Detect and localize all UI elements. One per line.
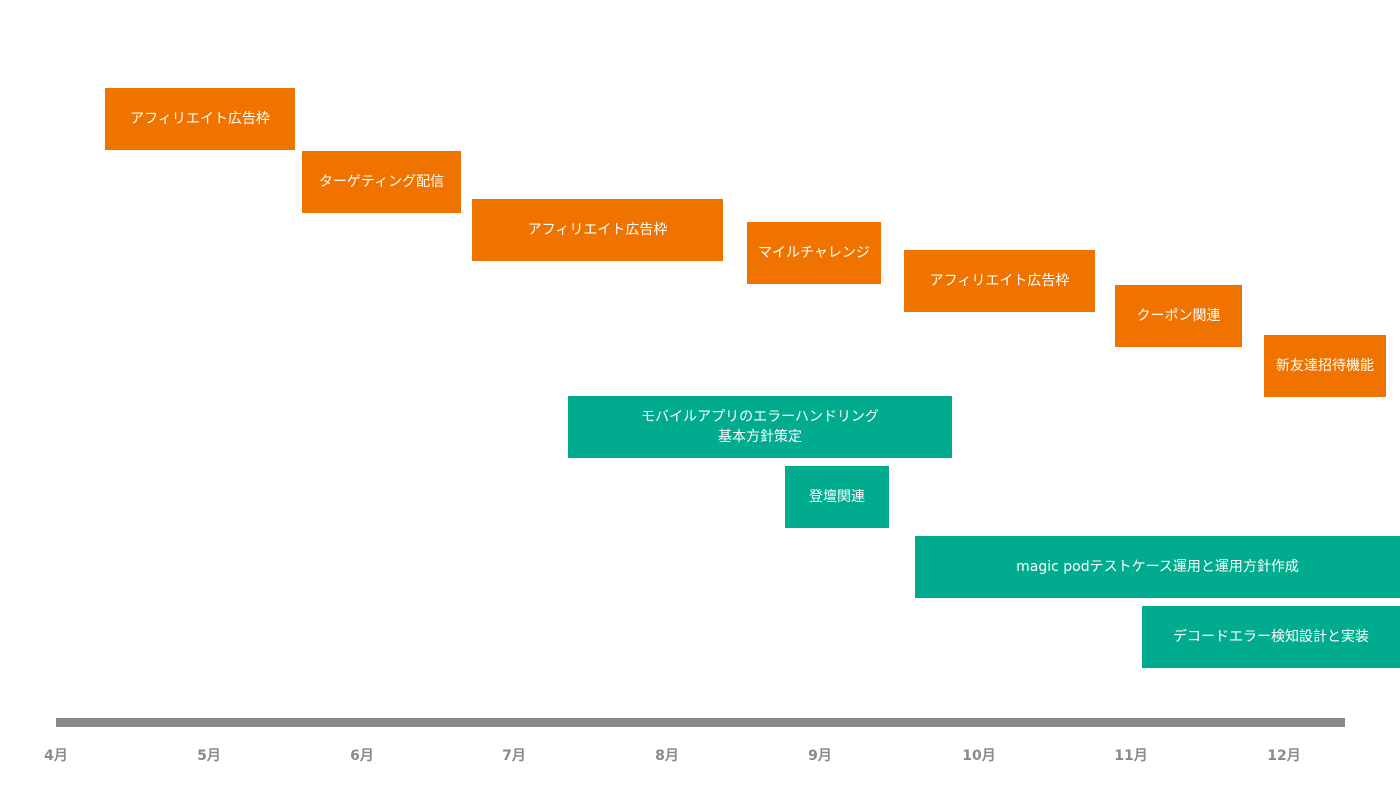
month-label-sep: 9月 [808,748,832,764]
task-bar-magic-pod: magic podテストケース運用と運用方針作成 [915,536,1400,598]
month-label-apr: 4月 [44,748,68,764]
month-label-nov: 11月 [1114,748,1148,764]
task-bar-targeting-delivery: ターゲティング配信 [302,151,461,213]
task-bar-mile-challenge: マイルチャレンジ [747,222,881,284]
month-label-dec: 12月 [1267,748,1301,764]
task-bar-friend-invite: 新友達招待機能 [1264,335,1386,397]
task-bar-decode-error: デコードエラー検知設計と実装 [1142,606,1400,668]
task-bar-affiliate-ad-2: アフィリエイト広告枠 [472,199,723,261]
task-bar-affiliate-ad-1: アフィリエイト広告枠 [105,88,295,150]
task-bar-coupon: クーポン関連 [1115,285,1242,347]
timeline-axis [56,718,1345,727]
task-bar-error-handling-policy: モバイルアプリのエラーハンドリング 基本方針策定 [568,396,952,458]
month-label-jun: 6月 [350,748,374,764]
month-label-oct: 10月 [962,748,996,764]
task-bar-affiliate-ad-3: アフィリエイト広告枠 [904,250,1095,312]
task-bar-speaking: 登壇関連 [785,466,889,528]
month-label-aug: 8月 [655,748,679,764]
month-label-jul: 7月 [502,748,526,764]
month-label-may: 5月 [197,748,221,764]
